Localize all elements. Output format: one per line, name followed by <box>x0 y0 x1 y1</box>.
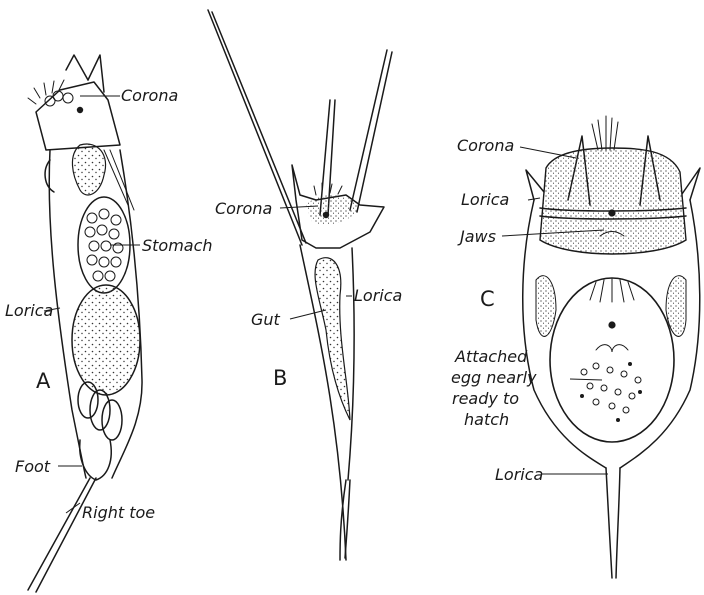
rotifer-c-drawing <box>523 116 700 578</box>
label-c-corona: Corona <box>457 136 514 155</box>
panel-letter-c: C <box>480 287 495 311</box>
label-a-corona: Corona <box>121 86 178 105</box>
label-b-corona: Corona <box>215 199 272 218</box>
label-b-lorica: Lorica <box>354 286 402 305</box>
label-b-gut: Gut <box>251 310 281 329</box>
rotifer-b-drawing <box>208 10 392 560</box>
label-a-foot: Foot <box>15 457 51 476</box>
label-a-stomach: Stomach <box>142 236 213 255</box>
label-c-egg-line-1: Attached <box>454 347 528 366</box>
label-c-egg-line-2: egg nearly <box>451 368 537 387</box>
label-c-egg-line-3: ready to <box>452 389 519 408</box>
label-c-egg-line-4: hatch <box>464 410 509 429</box>
label-a-right-toe: Right toe <box>82 503 155 522</box>
panel-letter-b: B <box>273 366 287 390</box>
label-a-lorica: Lorica <box>5 301 53 320</box>
label-c-lorica: Lorica <box>461 190 509 209</box>
label-c-jaws: Jaws <box>457 227 496 246</box>
label-c-lorica-lower: Lorica <box>495 465 543 484</box>
panel-letter-a: A <box>36 369 51 393</box>
